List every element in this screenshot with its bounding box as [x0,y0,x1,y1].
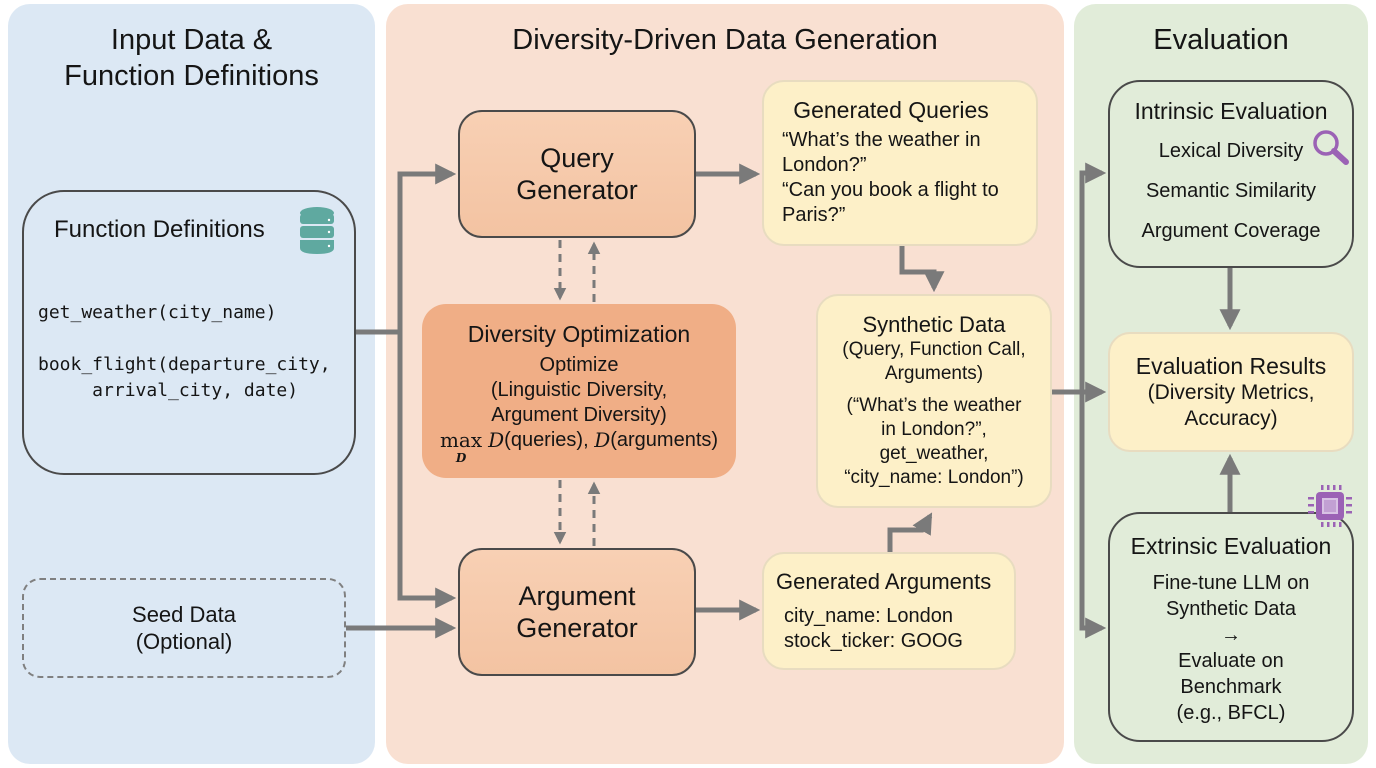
metric-item: Lexical Diversity [1158,140,1304,162]
query-line: London?” [782,154,867,176]
optimization-line: (Linguistic Diversity, [490,379,668,401]
evaluation-results-subtitle: (Diversity Metrics, Accuracy) [1147,381,1315,430]
query-line: “What’s the weather in [782,129,981,151]
evaluation-results-title: Evaluation Results [1135,353,1327,379]
seed-data-box: Seed Data (Optional) [22,578,346,678]
evaluation-panel-title: Evaluation [1153,24,1289,56]
code-line: arrival_city, date) [38,380,299,401]
evaluation-results-box: Evaluation Results (Diversity Metrics, A… [1108,332,1354,452]
generation-panel-title: Diversity-Driven Data Generation [512,24,938,56]
intrinsic-evaluation-title: Intrinsic Evaluation [1134,98,1328,124]
function-definitions-title: Function Definitions [54,216,265,243]
code-line: book_flight(departure_city, [38,354,331,375]
magnifier-icon [1313,130,1349,165]
code-line: get_weather(city_name) [38,302,277,323]
query-generator-box: Query Generator [458,110,696,238]
query-line: Paris?” [782,204,846,226]
optimization-line: Optimize [539,354,619,376]
diversity-optimization-title: Diversity Optimization [467,321,691,347]
extrinsic-evaluation-title: Extrinsic Evaluation [1130,533,1332,559]
optimization-line: Argument Diversity) [491,404,667,426]
code-line [38,326,331,352]
chip-icon [1308,485,1352,527]
database-icon [300,207,334,254]
argument-line: city_name: London [784,605,954,627]
formula-func: D [488,428,505,452]
synthetic-data-box: Synthetic Data (Query, Function Call, Ar… [816,294,1052,508]
function-definitions-box: Function Definitions get_weather(city_na… [22,190,356,475]
formula-arg: (queries), [504,429,595,451]
extrinsic-evaluation-box: Extrinsic Evaluation Fine-tune LLM on Sy… [1108,512,1354,742]
formula-arg: (arguments) [610,429,719,451]
function-signatures: get_weather(city_name) book_flight(depar… [38,300,331,404]
generated-queries-box: Generated Queries “What’s the weather in… [762,80,1038,246]
synthetic-data-title: Synthetic Data [862,312,1006,337]
query-generator-label: Query Generator [516,143,638,205]
metric-item: Semantic Similarity [1145,180,1317,202]
generated-arguments-box: Generated Arguments city_name: London st… [762,552,1016,670]
seed-data-label: Seed Data (Optional) [132,602,236,654]
formula-func: D [594,428,611,452]
synthetic-data-example: (“What’s the weather in London?”, get_we… [844,395,1024,488]
diversity-optimization-box: Diversity Optimization Optimize (Linguis… [422,304,736,478]
input-panel-title: Input Data & Function Definitions [64,24,319,92]
query-line: “Can you book a flight to [782,179,999,201]
metric-item: Argument Coverage [1141,220,1321,242]
generated-arguments-title: Generated Arguments [776,569,992,594]
argument-generator-label: Argument Generator [516,581,638,643]
argument-generator-box: Argument Generator [458,548,696,676]
synthetic-data-subtitle: (Query, Function Call, Arguments) [842,339,1026,384]
intrinsic-evaluation-box: Intrinsic Evaluation Lexical Diversity S… [1108,80,1354,268]
argument-line: stock_ticker: GOOG [784,630,963,652]
generated-queries-title: Generated Queries [793,97,989,123]
extrinsic-evaluation-text: Fine-tune LLM on Synthetic Data → Evalua… [1152,572,1310,724]
